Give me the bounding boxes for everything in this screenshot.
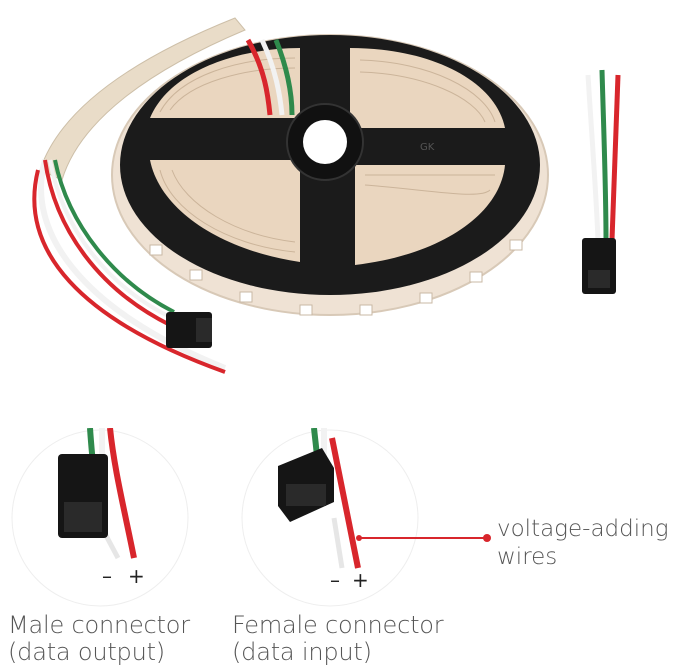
male-caption-line2: (data output) — [8, 638, 165, 666]
female-caption-line2: (data input) — [232, 638, 372, 666]
female-caption-line1: Female connector — [232, 611, 444, 639]
female-connector-closeup — [241, 428, 419, 607]
strip-windings — [159, 57, 496, 253]
male-plus-label: + — [128, 564, 145, 588]
voltage-wires-line2: wires — [497, 544, 558, 570]
female-connector-caption: Female connector (data input) — [232, 611, 444, 666]
female-minus-label: – — [330, 568, 340, 592]
voltage-wires-pointer — [356, 534, 491, 542]
led-strip-reel-illustration: GK — [32, 17, 621, 374]
male-caption-line1: Male connector — [8, 611, 190, 639]
male-connector-caption: Male connector (data output) — [8, 612, 190, 666]
reel-window-top-left — [150, 48, 300, 118]
wire-red-lead — [32, 169, 226, 374]
voltage-wires-label: voltage-adding wires — [497, 515, 669, 571]
reel-label: GK — [420, 142, 435, 153]
reel-window-bottom-left — [150, 160, 300, 262]
backing-tape — [39, 17, 246, 181]
male-connector-closeup — [11, 428, 189, 607]
reel-window-bottom-right — [355, 165, 505, 265]
female-plus-label: + — [352, 568, 369, 592]
reel-window-top-right — [350, 48, 505, 128]
male-minus-label: – — [102, 564, 112, 588]
led-chips — [149, 239, 523, 316]
voltage-wires-line1: voltage-adding — [497, 516, 669, 542]
